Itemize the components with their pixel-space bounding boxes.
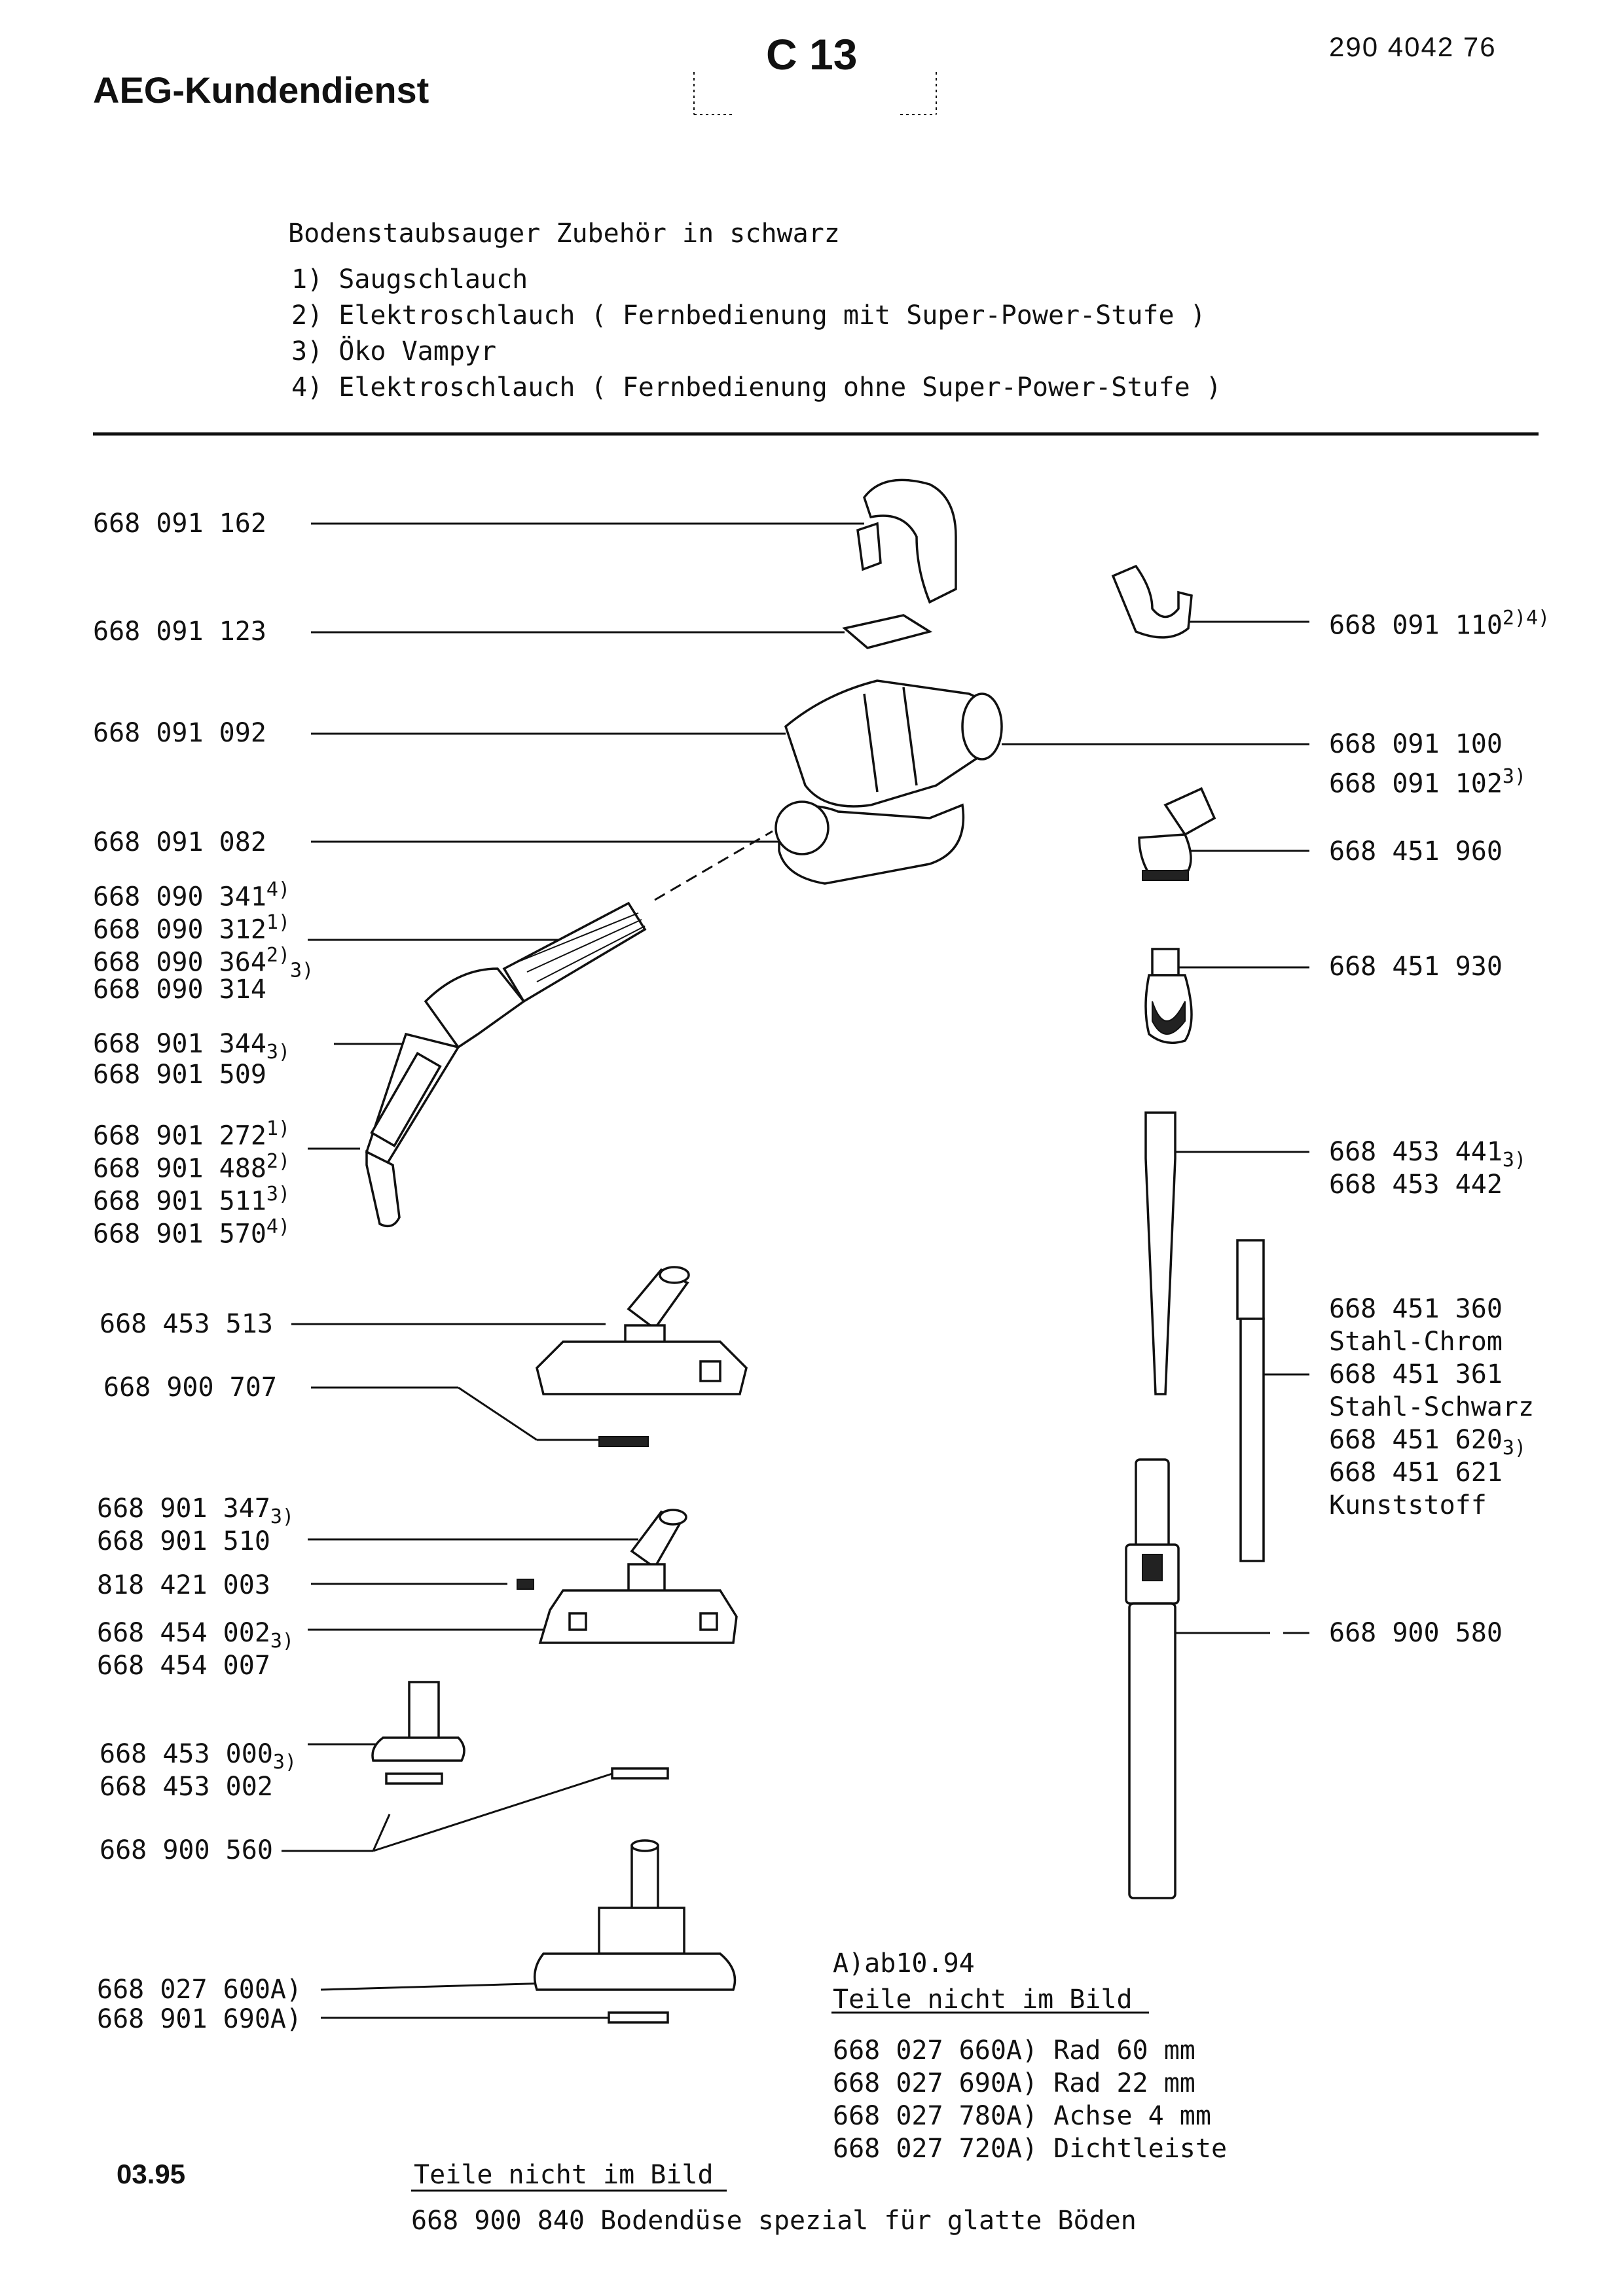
notes-a-row: 668 027 690A) Rad 22 mm [833,2068,1195,2098]
notes-a-row: 668 027 660A) Rad 60 mm [833,2036,1195,2066]
part-number: 668 901 5704) [93,1215,291,1249]
document-number: 290 4042 76 [1329,31,1497,62]
variant-mark: 4) [266,1215,291,1238]
part-number: 668 901 690A) [97,2004,302,2034]
part-number: 668 900 707 [103,1372,277,1403]
part-number: 668 090 3414) [93,878,291,912]
part-number: 668 901 2721) [93,1117,291,1151]
part-number: 668 900 580 [1329,1618,1503,1648]
floor-nozzle-2-part [517,1509,738,1644]
part-number: 668 453 4413) [1329,1137,1527,1172]
part-number: 668 091 1102)4) [1329,607,1550,641]
handle-head-part [775,679,1003,885]
right-leader-lines [1002,620,1309,1634]
variant-mark: 3) [1502,1149,1527,1172]
footer-date: 03.95 [117,2159,186,2189]
variant-4: 4) Elektroschlauch ( Fernbedienung ohne … [291,372,1222,403]
variant-mark: 3) [1502,765,1527,788]
variant-mark: 3) [266,1041,291,1064]
slider-part [842,614,933,649]
material-label: Stahl-Chrom [1329,1327,1503,1357]
upholstery-nozzle-part [371,1681,669,1785]
part-number: 668 090 3642)3) [93,944,314,982]
variant-1: 1) Saugschlauch [291,264,528,295]
part-number: 668 451 621 [1329,1458,1503,1488]
part-number: 668 090 314 [93,975,266,1005]
part-number: 668 901 510 [97,1526,270,1556]
clip-part [1111,564,1193,639]
variant-mark: 4) [266,878,291,901]
variant-mark: 1) [266,911,291,934]
hose-part [365,901,647,1228]
part-number: 668 901 3443) [93,1029,291,1064]
variant-mark: 3) [272,1751,297,1774]
brand-heading: AEG-Kundendienst [93,69,429,111]
part-number: 668 091 123 [93,617,266,647]
material-label: Stahl-Schwarz [1329,1392,1535,1422]
notes-a-row: 668 027 780A) Achse 4 mm [833,2101,1211,2131]
part-number: 668 451 360 [1329,1294,1503,1324]
variant-2: 2) Elektroschlauch ( Fernbedienung mit S… [291,300,1206,331]
footer-heading: Teile nicht im Bild [414,2160,714,2190]
notes-a-row: 668 027 720A) Dichtleiste [833,2134,1228,2164]
sheet-number: C 13 [766,30,858,79]
hose-leader [654,830,773,901]
part-number: 668 454 0023) [97,1618,295,1653]
part-number: 668 900 560 [100,1835,273,1865]
header-corner-marks [693,72,937,115]
crevice-tool-part [1144,1111,1176,1395]
variant-mark: 2) [266,1150,291,1173]
variant-3: 3) Öko Vampyr [291,336,497,367]
part-number: 668 027 600A) [97,1975,302,2005]
part-number: 668 451 361 [1329,1359,1503,1390]
parquet-nozzle-part [533,1839,737,2024]
variant-mark: 1) [266,1117,291,1140]
variant-mark: 3) [270,1630,295,1653]
round-brush-part [1138,787,1216,881]
part-number: 668 454 007 [97,1651,270,1681]
part-number: 668 451 960 [1329,836,1503,867]
part-number: 668 901 3473) [97,1494,295,1528]
part-number: 668 091 162 [93,509,266,539]
part-number: 668 901 509 [93,1060,266,1090]
upholstery-brush-part [1144,948,1193,1045]
part-number: 668 453 513 [100,1309,273,1339]
part-number: 668 091 082 [93,827,266,857]
footer-item: 668 900 840 Bodendüse spezial für glatte… [411,2206,1137,2236]
part-number: 668 453 0003) [100,1739,297,1774]
variant-mark: 2) [266,944,291,967]
extension-tube-part [1236,1239,1265,1562]
part-number: 668 451 6203) [1329,1425,1527,1460]
part-number: 668 451 930 [1329,952,1503,982]
part-number: 668 901 5113) [93,1183,291,1217]
floor-nozzle-1-part [536,1266,748,1447]
telescopic-tube-part [1125,1458,1180,1899]
variant-mark: 3) [266,1183,291,1206]
variant-mark: 3) [290,959,314,982]
part-number: 818 421 003 [97,1570,270,1600]
part-number: 668 901 4882) [93,1150,291,1184]
part-number: 668 091 100 [1329,729,1503,759]
part-number: 668 453 002 [100,1772,273,1802]
part-number: 668 091 1023) [1329,765,1527,799]
material-label: Kunststoff [1329,1490,1487,1520]
notes-a-since: A)ab10.94 [833,1948,975,1979]
notes-a-heading: Teile nicht im Bild [833,1984,1133,2015]
part-number: 668 090 3121) [93,911,291,945]
left-leader-lines [282,522,864,2019]
variant-mark: 3) [1502,1437,1527,1460]
top-cap-part [856,478,957,604]
part-number: 668 091 092 [93,718,266,748]
intro-title: Bodenstaubsauger Zubehör in schwarz [288,219,840,249]
variant-mark: 3) [270,1505,295,1528]
variant-mark: 2)4) [1502,607,1550,630]
part-number: 668 453 442 [1329,1170,1503,1200]
